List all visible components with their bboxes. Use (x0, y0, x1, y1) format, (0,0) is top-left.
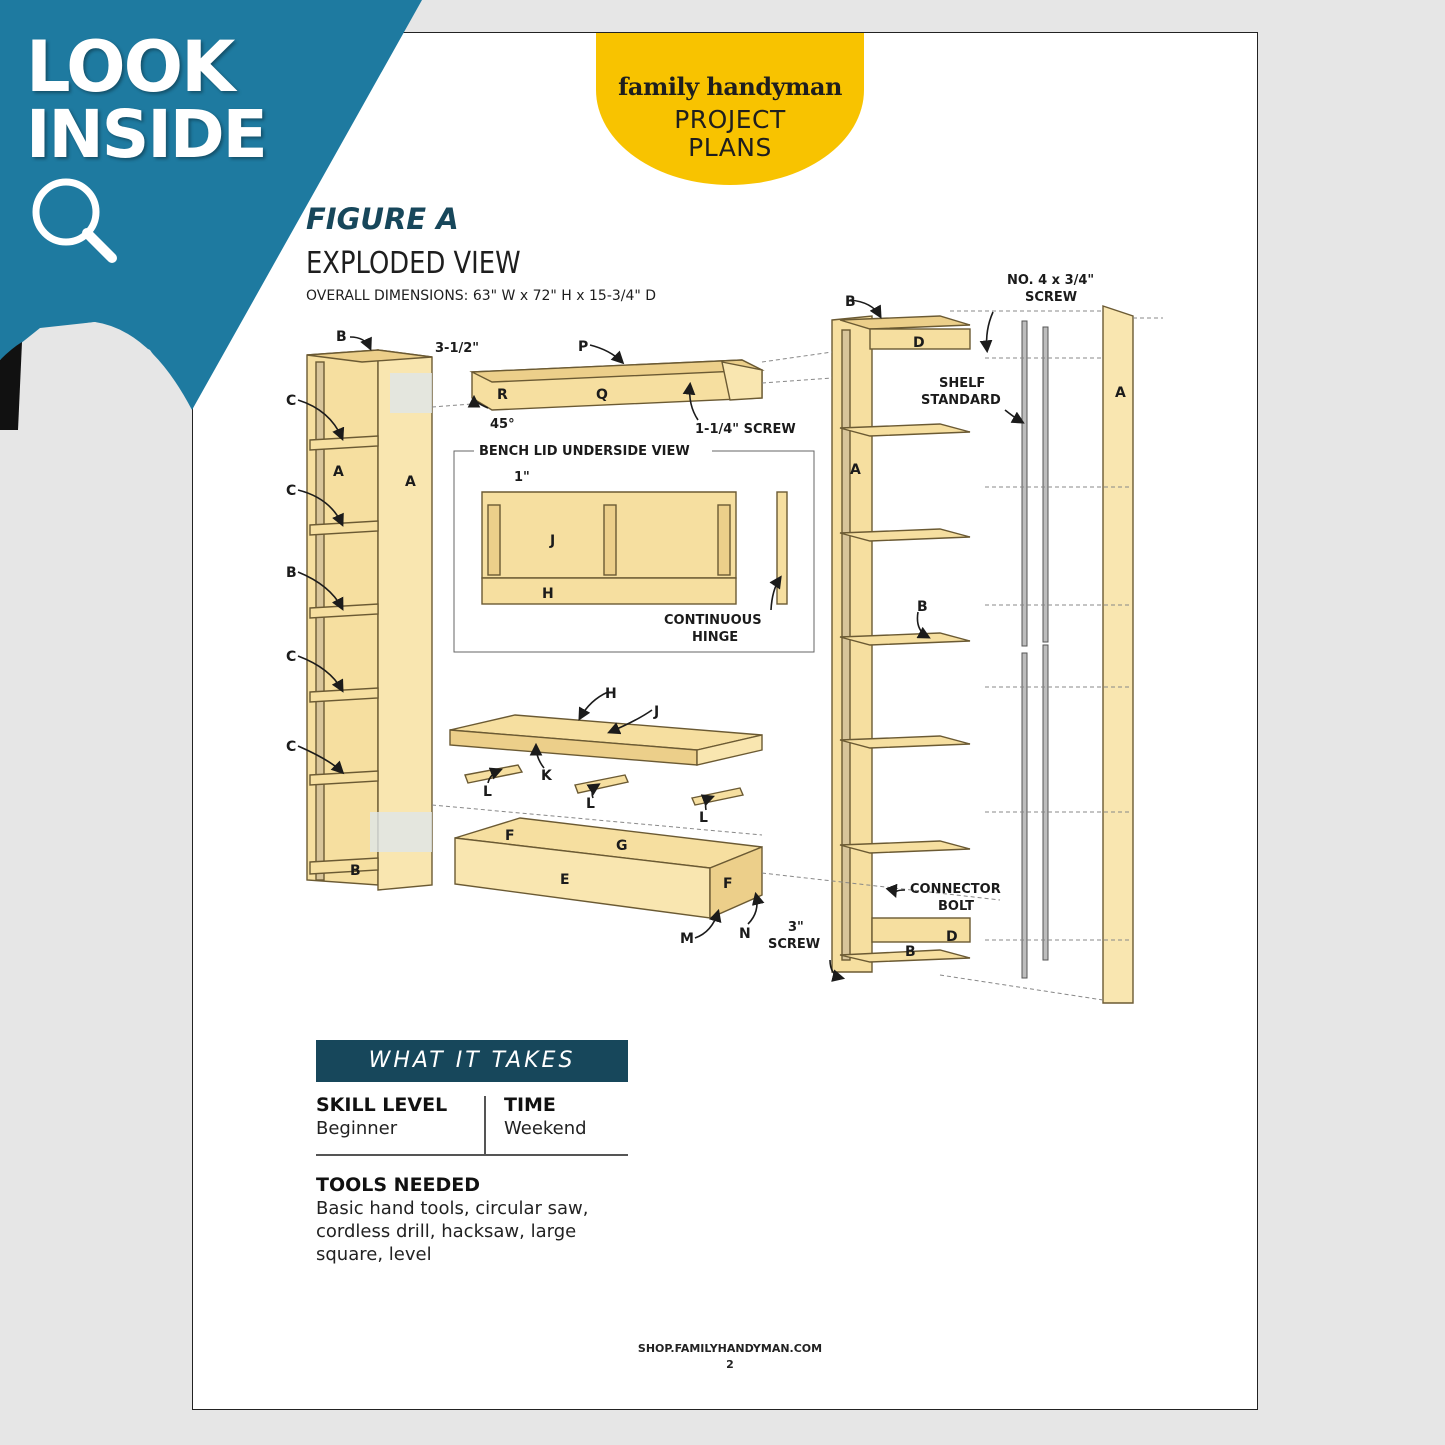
leader-arrows (297, 299, 1025, 982)
shelf-standard-line-1: SHELF (939, 376, 985, 391)
what-it-takes-heading: WHAT IT TAKES (316, 1040, 628, 1082)
banner-line-2: INSIDE (26, 96, 268, 173)
label-C2: C (286, 483, 296, 499)
label-F-right: F (723, 876, 733, 892)
tools-line-3: square, level (316, 1244, 432, 1265)
angle-45: 45° (490, 417, 515, 432)
footer-url: SHOP.FAMILYHANDYMAN.COM (637, 1342, 823, 1355)
bench-lid (449, 714, 763, 806)
label-M: M (680, 931, 694, 947)
label-C4: C (286, 739, 296, 755)
inset-lid (481, 491, 788, 605)
label-B-right-bottom: B (905, 944, 916, 960)
label-L2: L (586, 796, 595, 812)
top-trim-assembly (469, 359, 765, 411)
label-F-left: F (505, 828, 515, 844)
bench-box (454, 817, 763, 920)
shelf-standards (1021, 320, 1049, 979)
shelf-standard-line-2: STANDARD (921, 393, 1001, 408)
figure-subtitle: EXPLODED VIEW (306, 246, 521, 281)
screw-3-line-2: SCREW (768, 937, 820, 952)
no4-screw-line-1: NO. 4 x 3/4" (1007, 273, 1094, 288)
look-inside-banner (0, 0, 422, 430)
label-B-left-mid: B (286, 565, 297, 581)
label-B-left-top: B (336, 329, 347, 345)
figure-title: FIGURE A (306, 202, 459, 236)
label-P: P (578, 339, 588, 355)
connector-bolt-line-2: BOLT (938, 899, 974, 914)
label-H-inset: H (542, 586, 554, 602)
label-C3: C (286, 649, 296, 665)
dim-1: 1" (514, 470, 530, 485)
label-A-left-inner: A (333, 464, 344, 480)
tools-needed-label: TOOLS NEEDED (316, 1174, 481, 1196)
alignment-lines (431, 310, 1163, 1001)
label-N: N (739, 926, 751, 942)
label-B-right-top: B (845, 294, 856, 310)
screw-3-line-1: 3" (788, 920, 804, 935)
screw-1-1-4: 1-1/4" SCREW (695, 422, 796, 437)
label-K: K (541, 768, 553, 784)
left-tower (306, 349, 433, 891)
tools-line-1: Basic hand tools, circular saw, (316, 1198, 589, 1219)
skill-level-label: SKILL LEVEL (316, 1094, 448, 1116)
brand-logo: family handyman (618, 72, 842, 101)
footer-page-number: 2 (726, 1358, 734, 1371)
label-D-top: D (913, 335, 925, 351)
label-H: H (605, 686, 617, 702)
label-B-left-bottom: B (350, 863, 361, 879)
label-B-right-mid: B (917, 599, 928, 615)
skill-level-value: Beginner (316, 1118, 398, 1139)
divider-horizontal (316, 1154, 628, 1156)
label-A-right-inner: A (850, 462, 861, 478)
magnifier-icon (32, 178, 100, 246)
time-label: TIME (504, 1094, 556, 1116)
connector-bolt-line-1: CONNECTOR (910, 882, 1001, 897)
label-D-bottom: D (946, 929, 958, 945)
badge-line-1: PROJECT (674, 105, 786, 134)
badge-line-2: PLANS (688, 133, 772, 162)
label-C1: C (286, 393, 296, 409)
label-J: J (653, 704, 659, 720)
right-tower (831, 305, 1134, 1004)
label-L1: L (483, 784, 492, 800)
hinge-line-1: CONTINUOUS (664, 613, 762, 628)
dim-3-1-2: 3-1/2" (435, 341, 479, 356)
no4-screw-line-2: SCREW (1025, 290, 1077, 305)
inset-title-bg (474, 442, 712, 460)
label-Q: Q (596, 387, 608, 403)
label-E: E (560, 872, 570, 888)
label-L3: L (699, 810, 708, 826)
inset-title: BENCH LID UNDERSIDE VIEW (479, 444, 690, 459)
label-G: G (616, 838, 628, 854)
banner-line-1: LOOK (26, 26, 235, 108)
hinge-line-2: HINGE (692, 630, 738, 645)
tools-line-2: cordless drill, hacksaw, large (316, 1221, 577, 1242)
divider-vertical (484, 1096, 486, 1154)
label-A-left-side: A (405, 474, 416, 490)
time-value: Weekend (504, 1118, 587, 1139)
label-R: R (497, 387, 508, 403)
label-J-inset: J (549, 533, 555, 549)
label-A-right-side: A (1115, 385, 1126, 401)
overall-dimensions: OVERALL DIMENSIONS: 63" W x 72" H x 15-3… (306, 288, 657, 304)
